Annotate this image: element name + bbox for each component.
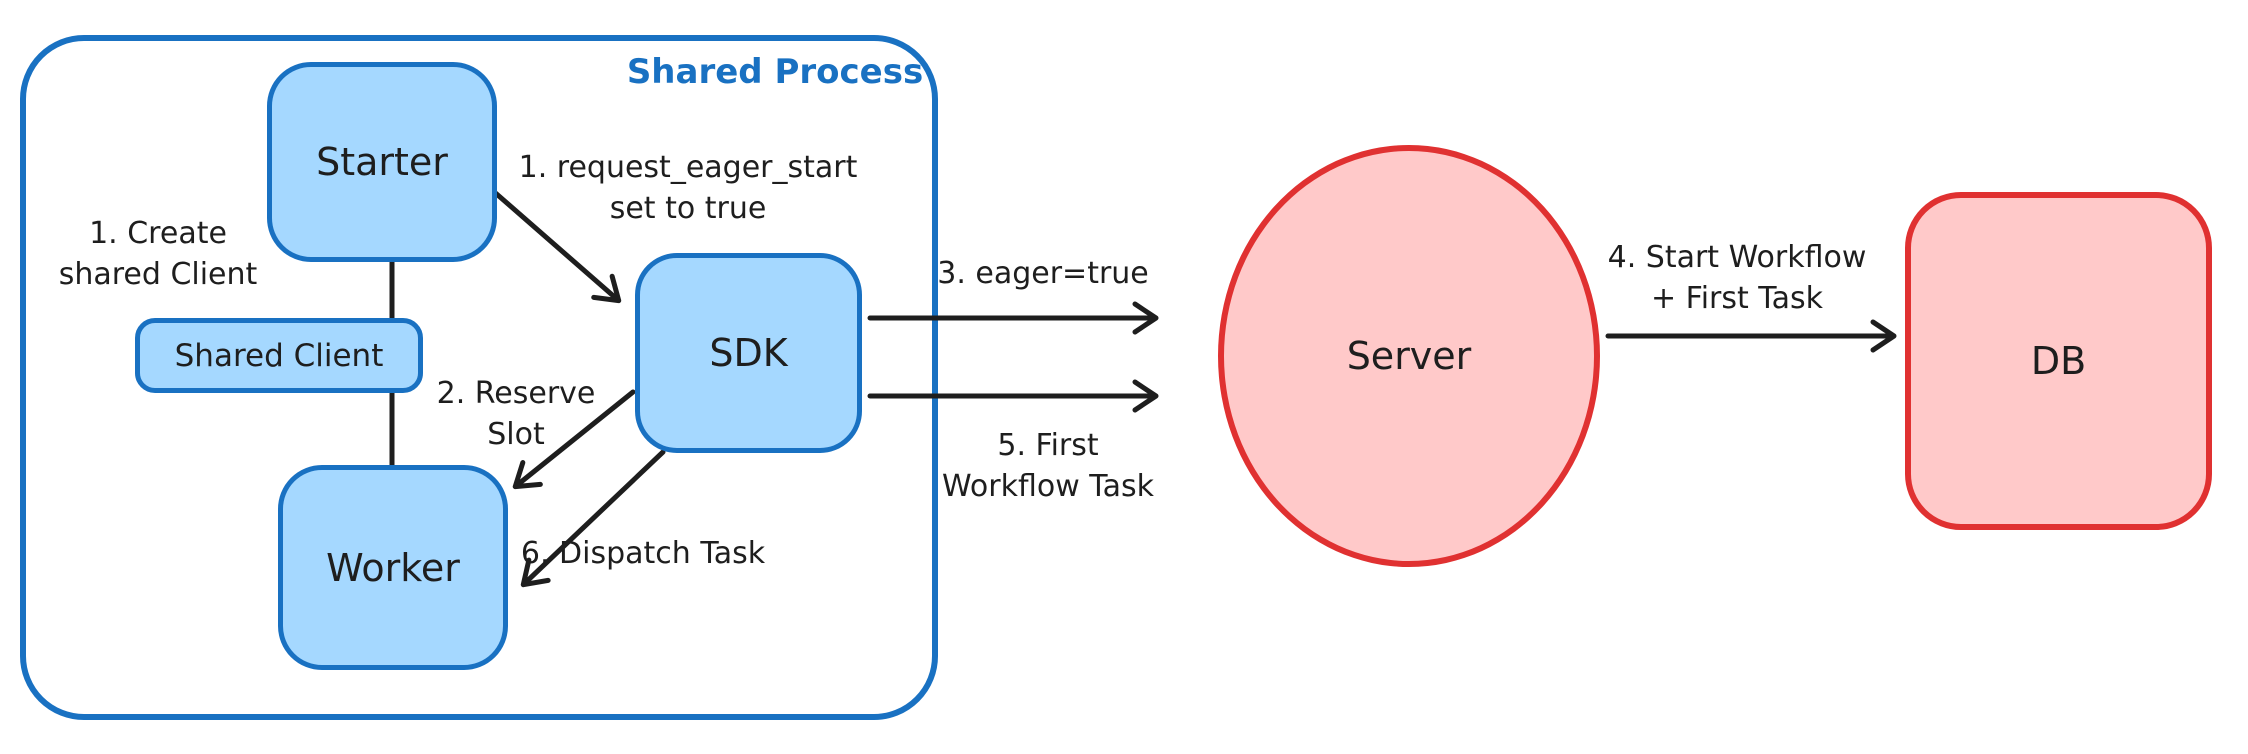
annotation-eager-true: 3. eager=true (937, 256, 1149, 291)
annotation-dispatch-task: 6. Dispatch Task (520, 536, 766, 571)
shared-process-label: Shared Process (626, 52, 924, 92)
node-db: DB (1905, 192, 2212, 530)
annotation-reserve-slot: 2. Reserve Slot (436, 376, 596, 452)
node-sdk: SDK (635, 253, 862, 453)
node-shared-client-label: Shared Client (174, 337, 384, 374)
node-db-label: DB (2030, 339, 2087, 383)
annotation-first-workflow-task: 5. First Workflow Task (941, 428, 1155, 504)
annotation-request-eager-start: 1. request_eager_start set to true (518, 150, 858, 226)
node-starter: Starter (267, 62, 497, 262)
arrow-request-eager-start (489, 187, 622, 304)
annotation-start-workflow: 4. Start Workflow + First Task (1607, 240, 1867, 316)
node-shared-client: Shared Client (135, 318, 423, 393)
node-sdk-label: SDK (709, 331, 788, 375)
node-server: Server (1218, 145, 1600, 567)
arrow-reserve-slot (512, 389, 636, 490)
node-worker: Worker (278, 465, 508, 670)
node-worker-label: Worker (326, 545, 460, 590)
annotation-create-shared-client: 1. Create shared Client (58, 216, 258, 292)
arrow-dispatch-task (520, 449, 666, 588)
node-starter-label: Starter (316, 140, 448, 184)
node-server-label: Server (1346, 334, 1472, 378)
